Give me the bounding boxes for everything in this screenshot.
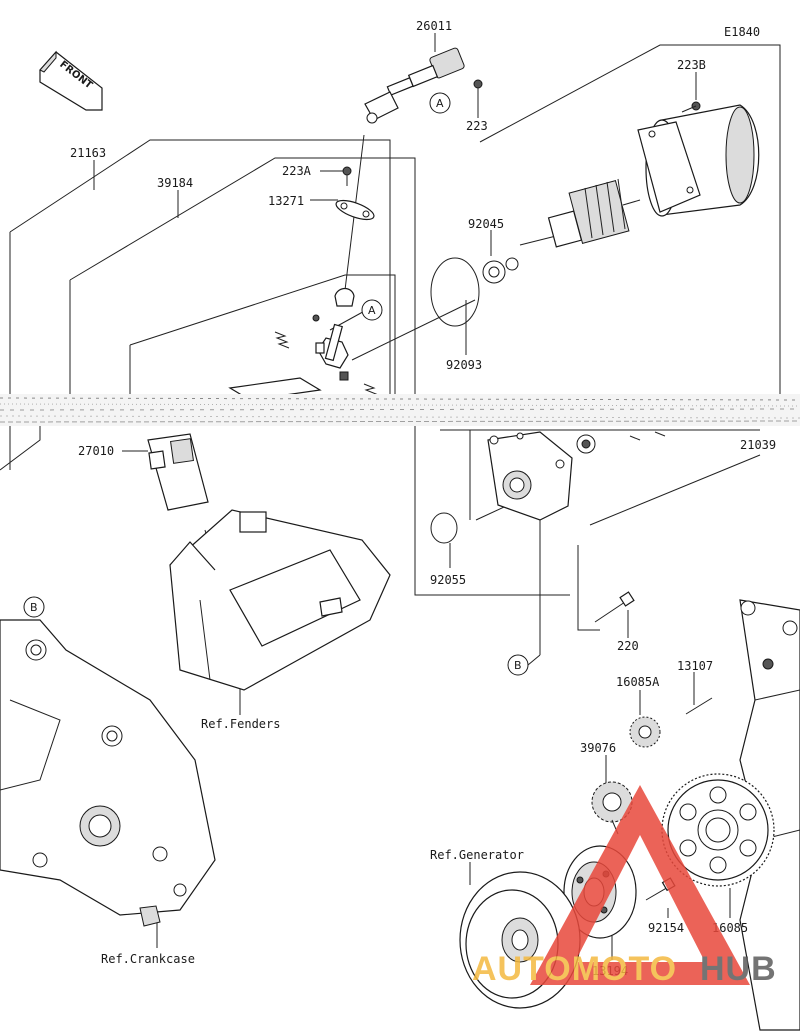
o-ring-92055 — [430, 512, 458, 544]
screw-223B — [681, 101, 701, 113]
label-16085A: 16085A — [616, 675, 660, 689]
front-arrow-icon: FRONT — [39, 50, 103, 111]
label-220: 220 — [617, 639, 639, 653]
ref-generator-label: Ref.Generator — [430, 848, 524, 862]
label-26011: 26011 — [416, 19, 452, 33]
bolt-220 — [594, 591, 635, 623]
diagram-code: E1840 — [724, 25, 760, 39]
gear-16085A — [629, 716, 661, 748]
label-92154: 92154 — [648, 921, 684, 935]
armature — [519, 178, 641, 248]
label-92093: 92093 — [446, 358, 482, 372]
callout-b-left-label: B — [30, 601, 38, 614]
label-21039: 21039 — [740, 438, 776, 452]
watermark-brand-part1: AUTOMOTO — [472, 950, 677, 988]
label-39076: 39076 — [580, 741, 616, 755]
watermark-logo: AUTOMOTO HUB — [472, 785, 777, 988]
assembly-frame-lines — [0, 44, 781, 631]
label-13107: 13107 — [677, 659, 713, 673]
screw-223 — [473, 79, 483, 100]
label-16085: 16085 — [712, 921, 748, 935]
label-223: 223 — [466, 119, 488, 133]
battery-case — [169, 509, 391, 691]
callout-a-mid-label: A — [368, 304, 376, 317]
scan-artifact-band — [0, 394, 800, 426]
plate-13271 — [335, 199, 375, 221]
label-27010: 27010 — [78, 444, 114, 458]
callout-b-mid-label: B — [514, 659, 522, 672]
starter-yoke — [637, 104, 760, 217]
gear-16085 — [661, 773, 775, 887]
screw-223A — [342, 166, 352, 186]
label-39184: 39184 — [157, 176, 193, 190]
callout-a-top: A — [429, 92, 451, 114]
connector-26011 — [364, 47, 465, 124]
watermark-triangle-icon — [530, 785, 750, 985]
label-92045: 92045 — [468, 217, 504, 231]
shaft-13107 — [685, 697, 713, 715]
ref-crankcase-label: Ref.Crankcase — [101, 952, 195, 966]
bearing-92045 — [482, 257, 519, 284]
crankcase-cover — [0, 619, 216, 927]
label-223B: 223B — [677, 58, 706, 72]
watermark-brand-part2: HUB — [700, 950, 777, 988]
label-92055: 92055 — [430, 573, 466, 587]
relay-27010 — [147, 433, 209, 511]
label-13271: 13271 — [268, 194, 304, 208]
ref-fenders-label: Ref.Fenders — [201, 717, 280, 731]
o-ring-92093 — [430, 257, 480, 327]
callout-b-left: B — [23, 596, 45, 618]
callout-a-mid: A — [361, 299, 383, 321]
callout-b-mid: B — [507, 654, 529, 676]
part-labels: 26011 223B 223 21163 223A 39184 13271 92… — [70, 19, 776, 978]
label-223A: 223A — [282, 164, 312, 178]
label-21163: 21163 — [70, 146, 106, 160]
housing-21039 — [487, 431, 666, 521]
callout-a-top-label: A — [436, 97, 444, 110]
